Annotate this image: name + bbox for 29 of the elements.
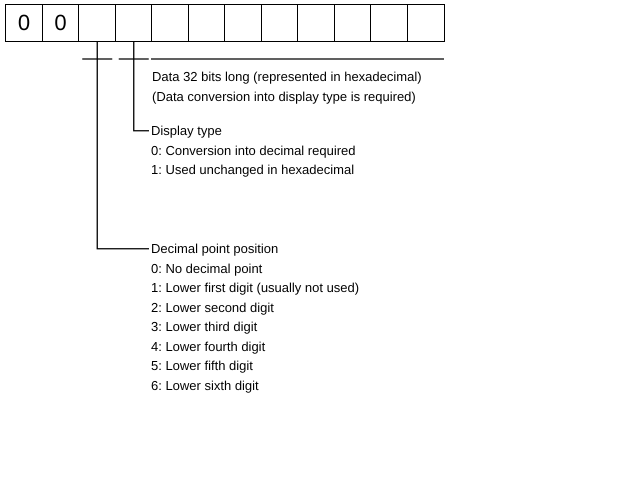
note-text: Data 32 bits long (represented in hexadecimal) bbox=[152, 68, 422, 86]
digit-cell bbox=[260, 4, 298, 42]
option-text: 0: Conversion into decimal required bbox=[151, 142, 356, 160]
option-text: 1: Used unchanged in hexadecimal bbox=[151, 161, 356, 179]
option-text: 1: Lower first digit (usually not used) bbox=[151, 279, 360, 297]
field-heading: Display type bbox=[151, 122, 223, 140]
digit-cell bbox=[42, 4, 80, 42]
option-text: 6: Lower sixth digit bbox=[151, 376, 260, 395]
option-text: 3: Lower third digit bbox=[151, 318, 258, 336]
option-text: 2: Lower second digit bbox=[151, 298, 275, 317]
digit-cell bbox=[151, 4, 189, 42]
digit-cell bbox=[188, 4, 226, 42]
digit-value: 0 bbox=[53, 11, 68, 35]
option-text: 5: Lower fifth digit bbox=[151, 357, 254, 375]
digit-cell bbox=[334, 4, 372, 42]
option-text: 0: No decimal point bbox=[151, 260, 264, 278]
digit-cell bbox=[5, 4, 43, 42]
digit-cell bbox=[224, 4, 262, 42]
field-heading: Decimal point position bbox=[151, 240, 280, 258]
digit-cell bbox=[114, 4, 152, 42]
digit-cell bbox=[78, 4, 116, 42]
digit-cell bbox=[406, 4, 444, 42]
note-text: (Data conversion into display type is required) bbox=[152, 88, 416, 106]
option-text: 4: Lower fourth digit bbox=[151, 338, 266, 356]
digit-cell bbox=[297, 4, 335, 42]
leader-line bbox=[118, 41, 150, 132]
digit-cell bbox=[370, 4, 408, 42]
digit-value: 0 bbox=[16, 11, 32, 35]
leader-line bbox=[82, 41, 150, 250]
